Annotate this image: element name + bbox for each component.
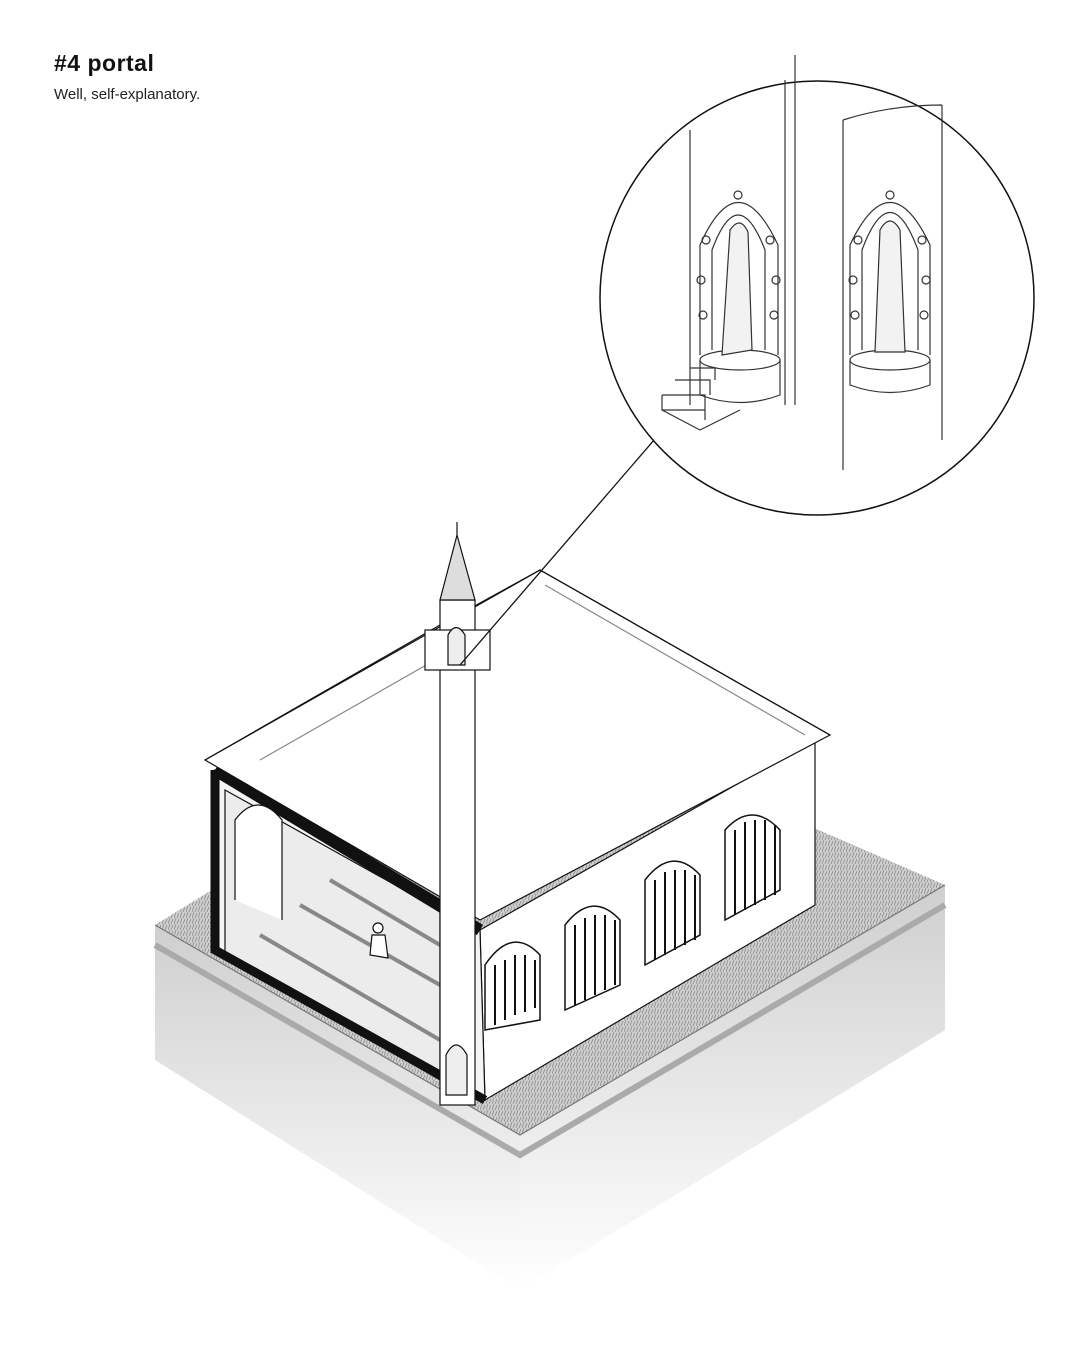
window	[484, 941, 541, 1031]
page-subtitle: Well, self-explanatory.	[54, 86, 201, 103]
detail-callout-circle	[599, 55, 1035, 516]
window	[564, 905, 621, 1012]
callout-line	[459, 424, 668, 666]
minaret	[424, 522, 491, 1106]
window	[644, 860, 701, 967]
page-title: #4 portal	[54, 50, 155, 76]
windows	[484, 814, 781, 1031]
window	[724, 814, 781, 922]
